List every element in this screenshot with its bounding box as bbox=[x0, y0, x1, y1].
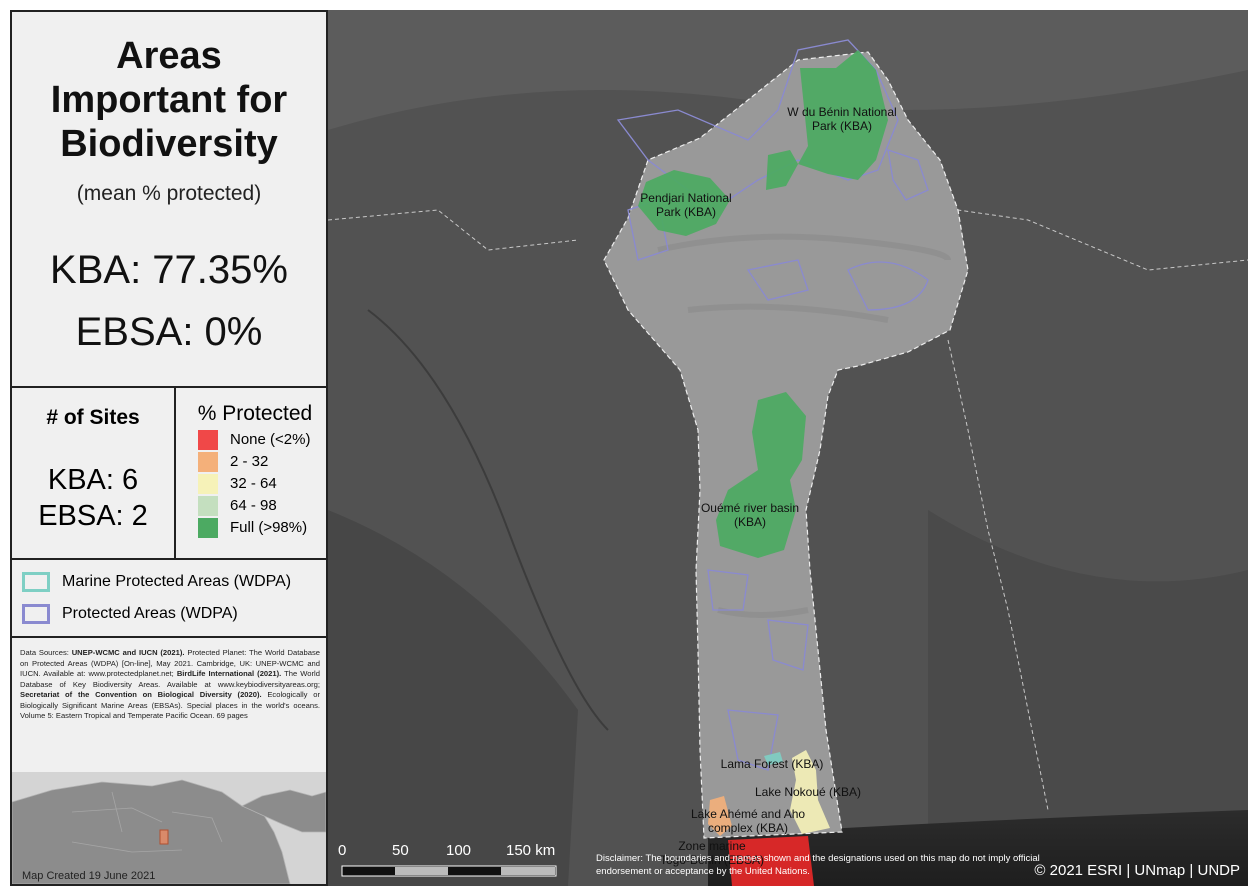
data-sources: Data Sources: UNEP-WCMC and IUCN (2021).… bbox=[20, 648, 320, 720]
map-created-date: Map Created 19 June 2021 bbox=[22, 870, 156, 882]
legend-marine-pa: Marine Protected Areas (WDPA) bbox=[22, 568, 291, 596]
title-line: Areas bbox=[116, 35, 222, 77]
label-lake-aheme: complex (KBA) bbox=[708, 821, 788, 835]
map-credit: © 2021 ESRI | UNmap | UNDP bbox=[1034, 862, 1240, 879]
legend-pa: Protected Areas (WDPA) bbox=[22, 600, 238, 628]
legend-swatch bbox=[198, 430, 218, 450]
legend-item-none: None (<2%) bbox=[198, 430, 310, 450]
legend-item-32-64: 32 - 64 bbox=[198, 474, 277, 494]
legend-panel: Areas Important for Biodiversity (mean %… bbox=[10, 10, 328, 886]
sites-title: # of Sites bbox=[46, 406, 140, 429]
sites-ebsa: EBSA: 2 bbox=[38, 500, 148, 532]
panel-title: Areas Important for Biodiversity bbox=[12, 34, 326, 166]
label-zone-marine: Zone marine bbox=[678, 839, 746, 853]
sites-kba: KBA: 6 bbox=[47, 464, 139, 496]
label-lama-forest: Lama Forest (KBA) bbox=[721, 757, 824, 771]
sites-and-legend-box: # of Sites KBA: 6 EBSA: 2 % Protected No… bbox=[12, 388, 326, 560]
ebsa-percent: EBSA: 0% bbox=[75, 310, 263, 354]
legend-swatch bbox=[198, 518, 218, 538]
gulf-of-guinea bbox=[708, 810, 1248, 886]
label-oueme: (KBA) bbox=[734, 515, 766, 529]
scale-bar bbox=[341, 865, 557, 877]
map-svg: W du Bénin National Park (KBA) Pendjari … bbox=[328, 10, 1248, 886]
label-pendjari: Pendjari National bbox=[640, 191, 731, 205]
kba-oueme[interactable] bbox=[716, 392, 806, 558]
benin-highlight bbox=[159, 829, 169, 845]
label-pendjari: Park (KBA) bbox=[656, 205, 716, 219]
summary-box: Areas Important for Biodiversity (mean %… bbox=[12, 12, 326, 388]
legend-item-64-98: 64 - 98 bbox=[198, 496, 277, 516]
kba-pendjari[interactable] bbox=[638, 170, 730, 236]
label-w-du-benin: Park (KBA) bbox=[812, 119, 872, 133]
pa-swatch bbox=[22, 603, 50, 624]
legend-swatch bbox=[198, 452, 218, 472]
kba-lake-aheme[interactable] bbox=[708, 796, 732, 836]
scale-label-150: 150 km bbox=[506, 842, 556, 859]
sites-box: # of Sites KBA: 6 EBSA: 2 bbox=[12, 388, 176, 558]
inset-locator-map: Map Created 19 June 2021 bbox=[12, 772, 326, 884]
legend-title: % Protected bbox=[197, 402, 313, 425]
kba-lama-forest[interactable] bbox=[764, 752, 783, 765]
kba-lake-nokoue[interactable] bbox=[790, 750, 830, 834]
disclaimer: Disclaimer: The boundaries and names sho… bbox=[596, 853, 1040, 877]
label-lake-aheme: Lake Ahémé and Aho bbox=[691, 807, 805, 821]
scale-label-100: 100 bbox=[446, 842, 472, 859]
label-oueme: Ouémé river basin bbox=[701, 501, 799, 515]
ebsa-zone-marine[interactable] bbox=[728, 836, 814, 886]
legend-swatch bbox=[198, 474, 218, 494]
title-line: Biodiversity bbox=[60, 123, 278, 165]
main-map[interactable]: W du Bénin National Park (KBA) Pendjari … bbox=[328, 10, 1248, 886]
marine-pa-swatch bbox=[22, 571, 50, 592]
legend-swatch bbox=[198, 496, 218, 516]
scale-label-0: 0 bbox=[338, 842, 347, 859]
pa-legend-box: Marine Protected Areas (WDPA) Protected … bbox=[12, 560, 326, 638]
label-lake-nokoue: Lake Nokoué (KBA) bbox=[755, 785, 861, 799]
inset-svg bbox=[12, 772, 326, 884]
legend-item-2-32: 2 - 32 bbox=[198, 452, 268, 472]
panel-subtitle: (mean % protected) bbox=[76, 182, 262, 205]
legend-item-full: Full (>98%) bbox=[198, 518, 307, 538]
kba-w-du-benin[interactable] bbox=[766, 50, 888, 190]
kba-percent: KBA: 77.35% bbox=[50, 248, 288, 292]
label-w-du-benin: W du Bénin National bbox=[787, 105, 896, 119]
title-line: Important for bbox=[50, 79, 288, 121]
scale-label-50: 50 bbox=[392, 842, 409, 859]
label-zone-marine: Togo-Benin (EBSA) bbox=[660, 853, 764, 867]
